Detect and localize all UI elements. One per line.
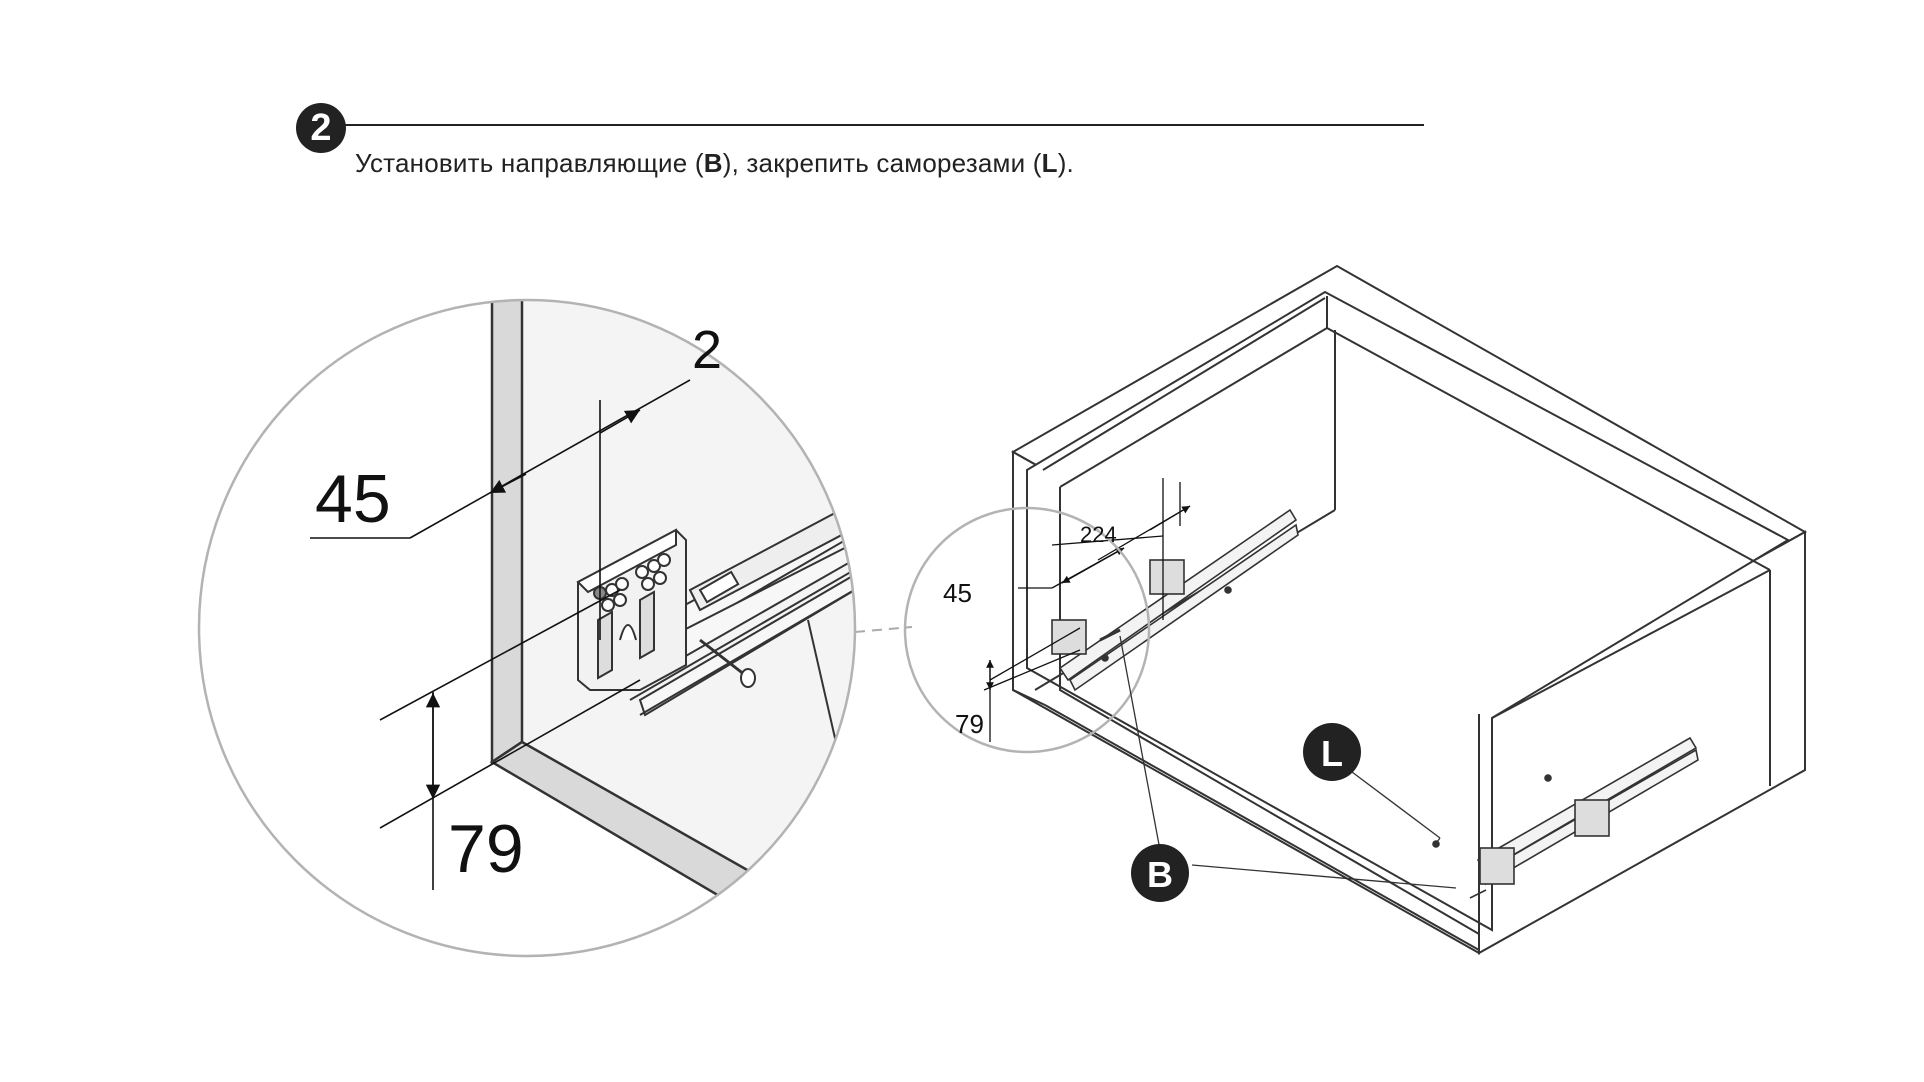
callout-B-label: B	[1147, 854, 1173, 895]
detail-screw	[699, 638, 756, 688]
step-header: 2	[296, 103, 1424, 159]
detail-dimension-lines	[310, 379, 691, 890]
callout-B-badge	[1131, 844, 1189, 902]
callout-leaders	[1119, 635, 1457, 889]
detail-dim-cut-fragment: 2	[692, 320, 722, 380]
detail-panel-edge	[490, 300, 524, 765]
detail-mounting-bracket	[576, 528, 687, 691]
cabinet-dim-45: 45	[943, 578, 972, 608]
instruction-part-1: Установить направляющие (	[355, 148, 704, 178]
instruction-part-3: ).	[1057, 148, 1074, 178]
step-divider-line	[344, 124, 1424, 126]
cabinet-dimension-lines	[983, 478, 1191, 742]
callout-L-badge	[1303, 723, 1361, 781]
callout-B: B	[1131, 844, 1189, 902]
cabinet-body	[1010, 264, 1808, 955]
detail-magnification: 45 79 2	[197, 298, 857, 958]
left-slide-rail	[1051, 508, 1299, 692]
instruction-screw-ref: L	[1041, 148, 1058, 178]
step-number-badge: 2	[296, 103, 346, 153]
cabinet-detail-circle	[903, 506, 1151, 754]
right-slide-rail	[1432, 736, 1699, 899]
instruction-part-2: ), закрепить саморезами (	[722, 148, 1042, 178]
detail-dim-79: 79	[448, 811, 524, 887]
detail-connector-line	[854, 626, 913, 633]
cabinet-dim-79: 79	[955, 709, 984, 739]
callout-L-label: L	[1321, 733, 1343, 774]
cabinet-dim-224: 224	[1080, 522, 1117, 547]
callout-L: L	[1303, 723, 1361, 781]
instruction-rail-ref: B	[703, 148, 723, 178]
detail-dim-45: 45	[315, 461, 391, 537]
instruction-text: Установить направляющие (B), закрепить с…	[355, 148, 1074, 179]
